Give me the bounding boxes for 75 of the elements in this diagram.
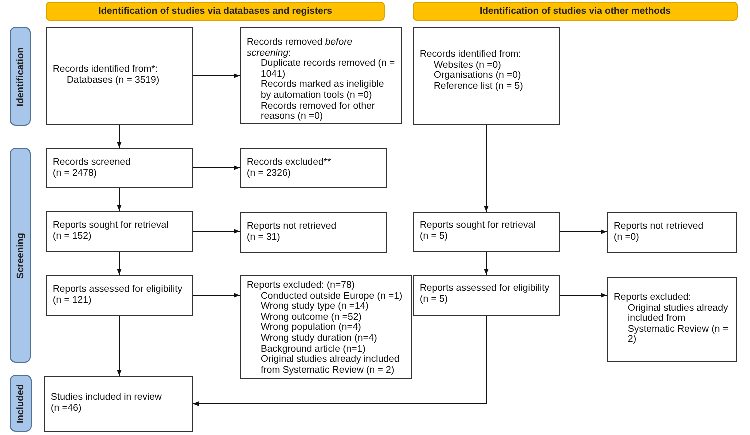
header-text: Identification of studies via other methods: [480, 6, 672, 17]
box-text: Original studies already included from Systematic Review (n = 2): [260, 355, 401, 376]
process-box: [240, 148, 387, 188]
process-box: [46, 148, 193, 188]
box-text: Reports assessed for eligibility: [53, 285, 184, 296]
process-box: [607, 277, 737, 362]
arrow: [192, 166, 240, 170]
box-text: (n = 2478): [53, 168, 98, 180]
box-text: Reports sought for retrieval: [53, 221, 170, 232]
box-text: Reports sought for retrieval: [420, 221, 537, 232]
box-text: (n = 152): [53, 232, 93, 242]
phase-label: Identification: [15, 46, 26, 106]
box-text: Duplicate records removed (n = 1041): [260, 59, 396, 80]
box-text: Conducted outside Europe (n =1): [260, 292, 404, 302]
phase-label: Screening: [15, 232, 26, 278]
header-text: Identification of studies via databases and registers: [98, 6, 332, 17]
box-text: Reports assessed for eligibility: [420, 284, 551, 295]
box-text: Records removed for other reasons (n =0): [260, 102, 376, 123]
process-box: [46, 275, 193, 316]
arrow: [192, 74, 240, 78]
box-text: Wrong outcome (n =52): [260, 312, 363, 323]
section-header: [46, 2, 385, 21]
box-text: Studies included in review: [51, 393, 163, 404]
process-box: [46, 211, 193, 252]
box-text: Databases (n = 3519): [66, 76, 161, 87]
arrow: [192, 293, 240, 298]
box-text: Wrong study duration (n=4): [260, 334, 378, 345]
box-text: (n = 121): [53, 296, 93, 306]
process-box: [413, 212, 560, 252]
box-text: Records excluded**: [247, 158, 332, 169]
box-text: Background article (n=1): [260, 344, 367, 355]
arrow: [117, 188, 122, 212]
box-text: Original studies already included from Systematic Review (n = 2): [627, 304, 730, 346]
phase-band: [10, 27, 31, 126]
process-box: [607, 212, 737, 253]
arrow: [117, 252, 122, 276]
process-box: [44, 376, 193, 432]
box-text: (n = 31): [247, 232, 282, 244]
box-text: Records removed before screening:: [247, 38, 354, 59]
phase-label: Included: [16, 384, 26, 424]
arrow: [192, 316, 487, 406]
box-text: (n = 5): [420, 294, 449, 306]
box-text: (n =0): [614, 232, 640, 244]
box-text: Reports not retrieved: [247, 222, 338, 233]
box-text: (n = 5): [420, 232, 449, 242]
box-text: Records identified from*:: [53, 65, 160, 76]
arrow: [560, 230, 608, 234]
phase-band: [10, 375, 32, 432]
box-text: Reports not retrieved: [614, 222, 705, 233]
process-box: [413, 27, 560, 125]
process-box: [240, 212, 387, 253]
box-text: Organisations (n =0): [433, 71, 522, 82]
box-text: (n =46): [51, 404, 83, 415]
box-text: Records marked as ineligible by automation tools (n =0): [260, 80, 386, 102]
section-header: [413, 2, 738, 21]
box-text: Reports excluded: (n=78): [247, 281, 356, 292]
process-box: [240, 275, 412, 379]
box-text: Reports excluded:: [614, 293, 692, 304]
arrow: [117, 316, 122, 376]
arrow: [192, 229, 240, 234]
box-text: Wrong study type (n =14): [260, 302, 370, 313]
box-text: Reference list (n = 5): [433, 82, 524, 92]
box-text: Websites (n =0): [433, 60, 502, 71]
arrow: [560, 293, 608, 298]
phase-band: [10, 148, 31, 363]
arrow: [484, 252, 489, 276]
box-text: Records identified from:: [420, 50, 522, 61]
process-box: [46, 27, 193, 125]
process-box: [240, 27, 402, 124]
process-box: [413, 275, 560, 316]
box-text: Wrong population (n=4): [260, 323, 362, 334]
arrow: [484, 124, 489, 212]
box-text: Records screened: [53, 158, 132, 169]
box-text: (n = 2326): [247, 168, 292, 180]
arrow: [117, 124, 122, 148]
